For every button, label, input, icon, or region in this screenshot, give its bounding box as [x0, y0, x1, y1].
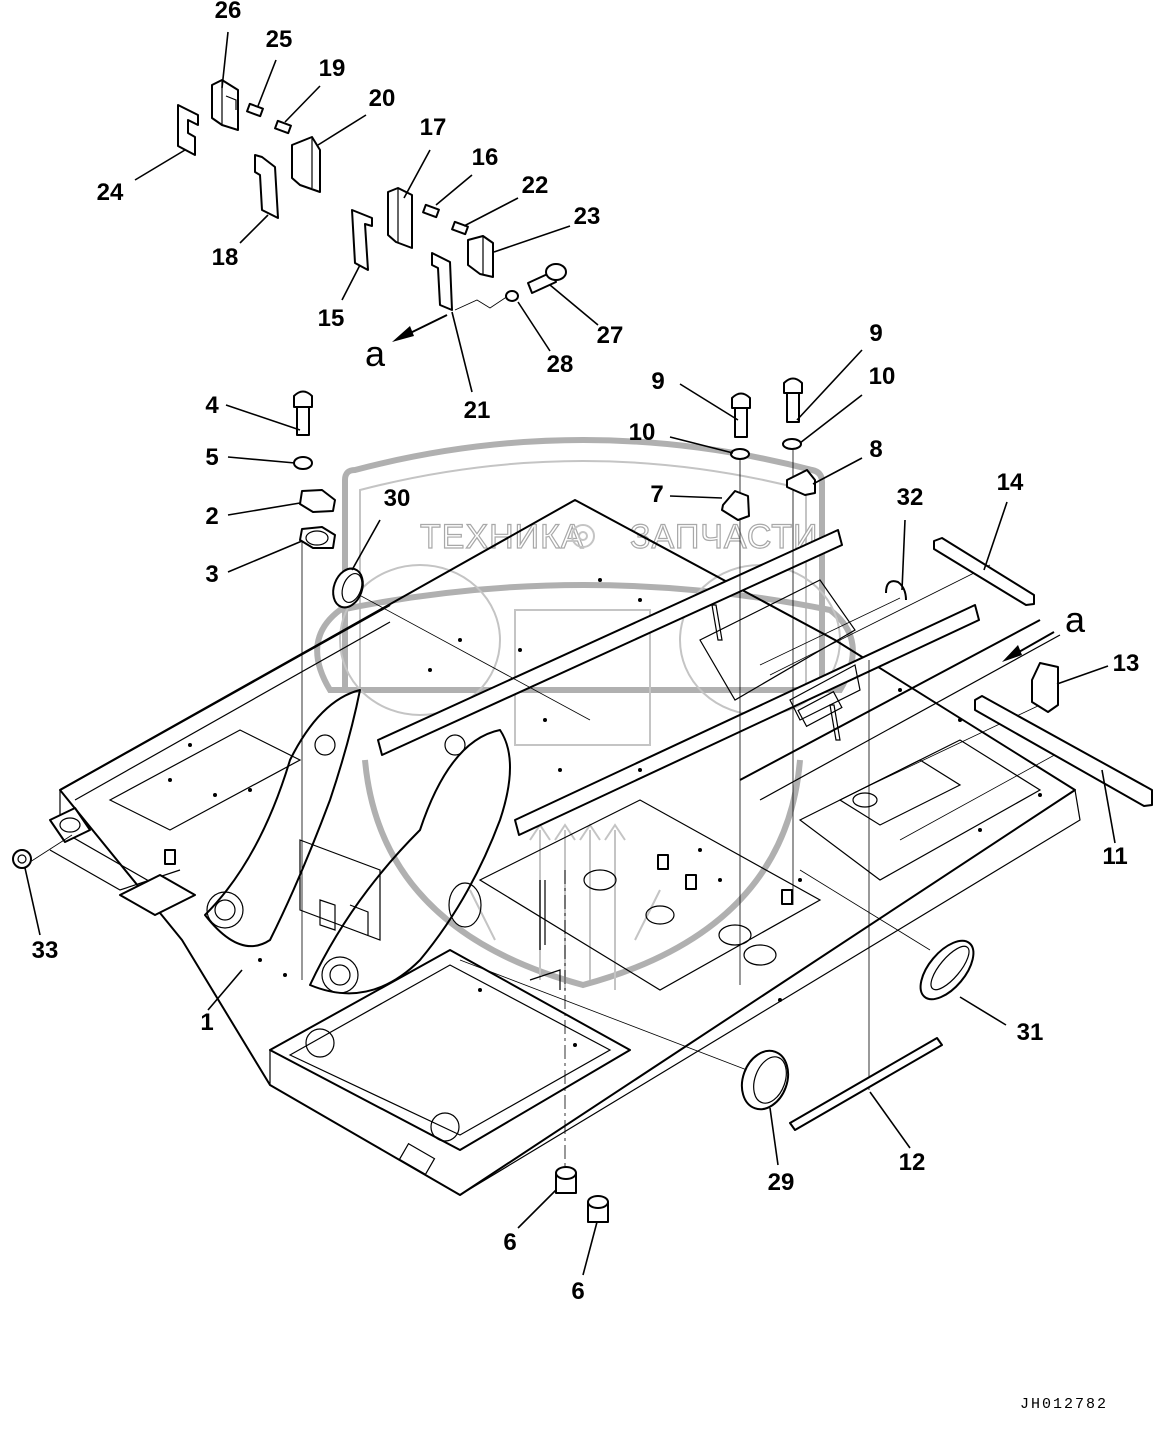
part-10-washer-left: [730, 448, 750, 460]
view-arrow-label-right: a: [1065, 599, 1086, 640]
callout-31: 31: [1017, 1019, 1044, 1046]
callout-1: 1: [200, 1009, 213, 1036]
part-14-bar: [933, 537, 1035, 606]
part-8-stopper: [786, 469, 816, 496]
callout-14: 14: [997, 469, 1024, 496]
mounting-holes: [168, 578, 1042, 1047]
callout-5: 5: [205, 444, 218, 471]
callout-28: 28: [547, 351, 574, 378]
callout-10-right: 10: [869, 363, 896, 390]
callout-9-left: 9: [651, 368, 664, 395]
part-4-bolt: [293, 390, 313, 436]
revolving-frame: [49, 499, 1081, 1196]
part-16-shim: [422, 203, 440, 219]
callout-19: 19: [319, 55, 346, 82]
part-9-bolt-right: [783, 377, 803, 423]
part-17-block: [387, 187, 413, 249]
callout-12: 12: [899, 1149, 926, 1176]
watermark-text-right: ЗАПЧАСТИ: [630, 518, 819, 556]
part-26-block: [211, 79, 239, 131]
part-28-washer: [505, 290, 519, 302]
part-15-plate: [351, 209, 373, 271]
callout-26: 26: [215, 0, 242, 24]
part-19-shim: [274, 119, 292, 135]
callout-6-a: 6: [503, 1229, 516, 1256]
watermark-text-left: ТЕХНИКА: [420, 518, 585, 556]
callout-7: 7: [650, 481, 663, 508]
part-13-stopper: [1031, 662, 1059, 713]
callout-6-b: 6: [571, 1278, 584, 1305]
part-25-shim: [246, 102, 264, 118]
callout-33: 33: [32, 937, 59, 964]
part-12-strip: [789, 1037, 943, 1131]
callout-20: 20: [369, 85, 396, 112]
leader-lines: [24, 31, 1116, 1276]
callout-8: 8: [869, 436, 882, 463]
callout-9-right: 9: [869, 320, 882, 347]
callout-16: 16: [472, 144, 499, 171]
part-32-clip: [885, 580, 907, 601]
part-2-cover: [299, 489, 336, 513]
part-23-block: [467, 235, 494, 278]
part-6-plug-a: [555, 1166, 577, 1194]
part-6-plug-b: [587, 1195, 609, 1223]
part-33-nut: [12, 849, 32, 869]
callout-29: 29: [768, 1169, 795, 1196]
callout-22: 22: [522, 172, 549, 199]
callout-4: 4: [205, 392, 219, 419]
callout-32: 32: [897, 484, 924, 511]
callout-labels: 26 25 19 20 24 18 17 16 22 23 15 21 27 2…: [32, 0, 1140, 1413]
part-5-washer: [293, 456, 313, 470]
callout-13: 13: [1113, 650, 1140, 677]
part-27-bolt: [527, 263, 567, 294]
part-22-shim: [451, 220, 469, 236]
part-30-grommet: [332, 567, 364, 609]
callout-15: 15: [318, 305, 345, 332]
callout-24: 24: [97, 179, 124, 206]
callout-25: 25: [266, 26, 293, 53]
callout-10-left: 10: [629, 419, 656, 446]
part-7-stopper: [721, 490, 750, 521]
part-11-bar: [974, 695, 1153, 807]
callout-11: 11: [1102, 843, 1127, 870]
part-21-plate: [431, 252, 453, 311]
part-18-plate: [254, 154, 279, 219]
callout-17: 17: [420, 114, 447, 141]
part-10-washer-right: [782, 438, 802, 450]
callout-27: 27: [597, 322, 624, 349]
drawing-code: JH012782: [1020, 1396, 1108, 1413]
callout-21: 21: [464, 397, 491, 424]
assembly-lines: [29, 295, 1061, 1170]
part-20-block: [291, 136, 321, 193]
part-24-plate: [177, 104, 199, 156]
callout-18: 18: [212, 244, 239, 271]
part-9-bolt-left: [731, 392, 751, 438]
callout-3: 3: [205, 561, 218, 588]
callout-2: 2: [205, 503, 218, 530]
view-arrow-label-left: a: [365, 333, 386, 374]
callout-23: 23: [574, 203, 601, 230]
part-31-seal: [919, 939, 975, 1001]
part-29-grommet: [740, 1049, 790, 1111]
gear-icon: [571, 524, 595, 548]
watermark: ТЕХНИКА ЗАПЧАСТИ: [314, 437, 856, 990]
callout-30: 30: [384, 485, 411, 512]
